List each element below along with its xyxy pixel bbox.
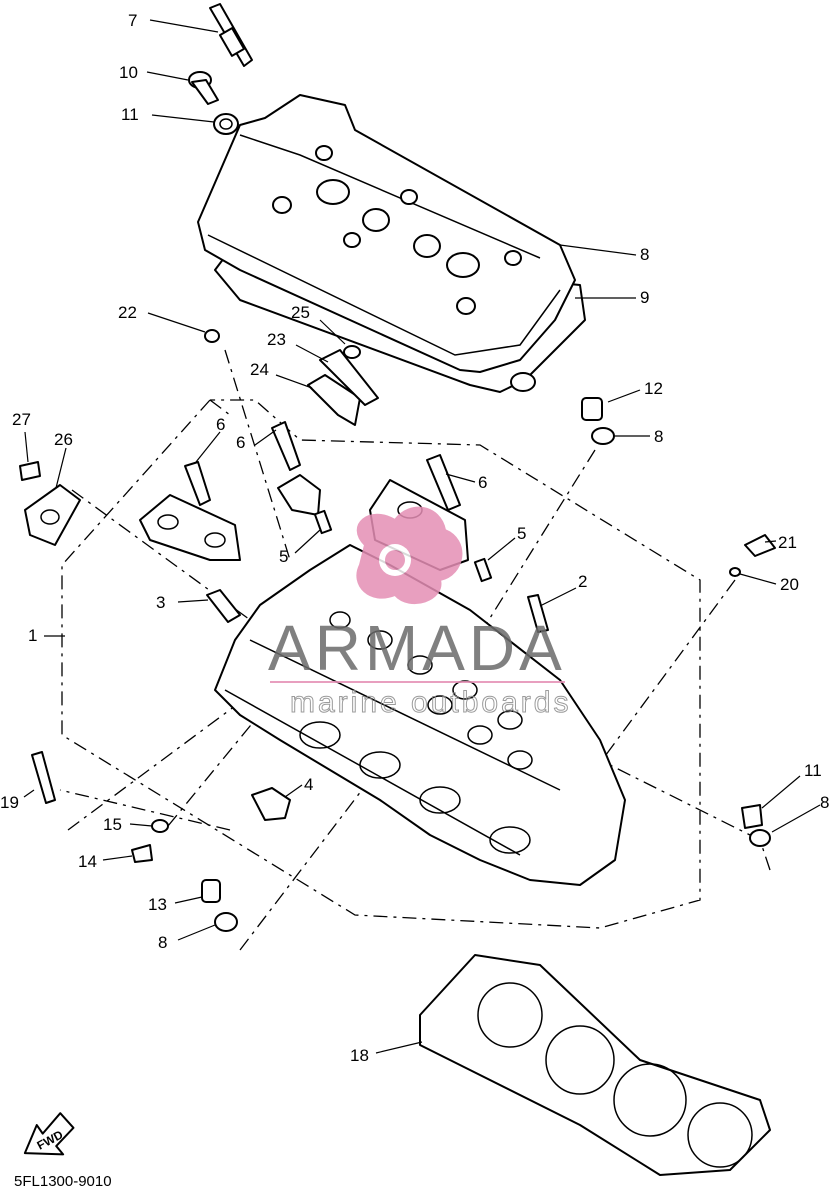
callout-18: 18 bbox=[350, 1046, 369, 1065]
cover-washer bbox=[213, 113, 239, 135]
callout-6-left: 6 bbox=[216, 415, 225, 434]
callout-23: 23 bbox=[267, 330, 286, 349]
callout-10: 12 bbox=[644, 379, 663, 398]
callout-24: 24 bbox=[250, 360, 269, 379]
callout-4: 4 bbox=[304, 775, 313, 794]
callout-19: 19 bbox=[0, 793, 19, 812]
callout-5-left: 5 bbox=[279, 547, 288, 566]
callout-14: 8 bbox=[640, 245, 649, 264]
callouts: 7 10 11 8 9 22 25 23 24 12 8 27 26 6 6 6 bbox=[0, 11, 829, 1065]
callout-5-right: 5 bbox=[517, 524, 526, 543]
callout-15: 9 bbox=[640, 288, 649, 307]
callout-2: 2 bbox=[578, 572, 587, 591]
cylinder-head bbox=[214, 544, 626, 886]
callout-8-top: 8 bbox=[654, 427, 663, 446]
engine-hanger-bracket bbox=[204, 329, 379, 426]
watermark: ARMADA marine outboards bbox=[268, 506, 571, 720]
head-gasket bbox=[419, 954, 771, 1176]
callout-1: 1 bbox=[28, 626, 37, 645]
head-ports bbox=[299, 611, 533, 854]
callout-16: 10 bbox=[119, 63, 138, 82]
callout-9: 11 bbox=[804, 761, 822, 780]
small-parts bbox=[19, 397, 776, 932]
callout-6-center: 6 bbox=[236, 433, 245, 452]
callout-8-right: 8 bbox=[820, 793, 829, 812]
callout-27: 27 bbox=[12, 410, 31, 429]
callout-25: 25 bbox=[291, 303, 310, 322]
valve-cover-plug-holes bbox=[272, 145, 522, 315]
callout-3: 3 bbox=[156, 593, 165, 612]
callout-7: 7 bbox=[128, 11, 137, 30]
callout-13: 15 bbox=[103, 815, 122, 834]
callout-8-bottom: 8 bbox=[158, 933, 167, 952]
callout-26: 26 bbox=[54, 430, 73, 449]
camshaft-cap-center bbox=[277, 474, 321, 516]
callout-22: 22 bbox=[118, 303, 137, 322]
watermark-logo-icon bbox=[356, 506, 463, 605]
watermark-tagline: marine outboards bbox=[290, 686, 571, 719]
callout-17: 11 bbox=[121, 105, 139, 124]
callout-11: 13 bbox=[148, 895, 167, 914]
camshaft-cap-left bbox=[139, 494, 241, 561]
callout-12: 14 bbox=[78, 852, 97, 871]
cover-bolt bbox=[188, 71, 219, 105]
diagram-reference-code: 5FL1300-9010 bbox=[14, 1173, 112, 1190]
valve-cover bbox=[197, 94, 586, 393]
callout-6-right: 6 bbox=[478, 473, 487, 492]
spark-plug bbox=[209, 3, 253, 67]
callout-20: 20 bbox=[780, 575, 799, 594]
forward-direction-marker: FWD bbox=[23, 1112, 75, 1156]
watermark-brand: ARMADA bbox=[268, 612, 566, 684]
callout-21: 21 bbox=[778, 533, 797, 552]
